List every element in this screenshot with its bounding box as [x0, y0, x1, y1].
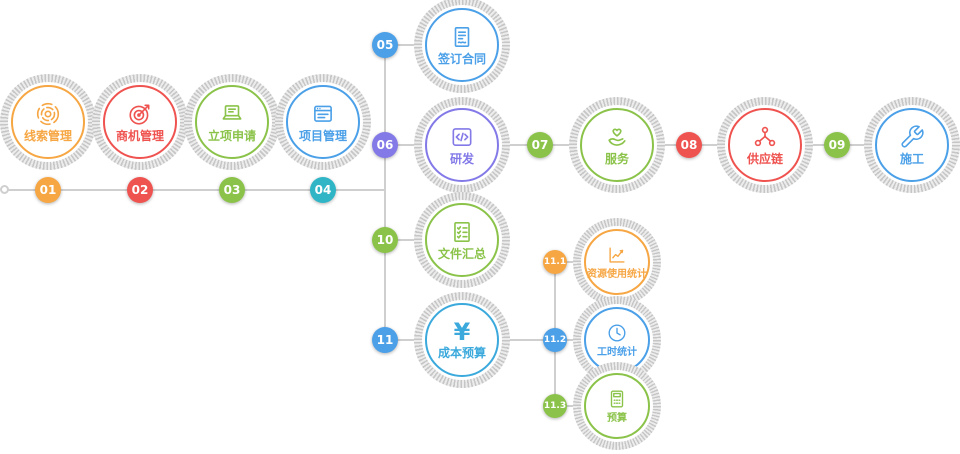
step-badge-08: 08: [676, 132, 702, 158]
step-badge-07: 07: [527, 132, 553, 158]
connector-rnd: [385, 144, 430, 146]
step-badge-11-2: 11.2: [543, 328, 567, 352]
node-inner: 资源使用统计: [584, 229, 650, 295]
node-inner: 立项申请: [195, 85, 269, 159]
step-badge-03: 03: [219, 177, 245, 203]
step-badge-01: 01: [35, 177, 61, 203]
node-document-summary: 文件汇总: [414, 192, 510, 288]
node-inner: 供应链: [728, 108, 802, 182]
connector-docs: [385, 239, 430, 241]
node-label: 项目管理: [298, 128, 347, 143]
calculator-icon: [610, 390, 624, 408]
node-inner: 商机管理: [103, 85, 177, 159]
connector-budget: [385, 339, 430, 341]
node-label: 资源使用统计: [587, 269, 647, 280]
node-supply-chain: 供应链: [717, 97, 813, 193]
node-rnd: 研发: [414, 97, 510, 193]
node-label: 研发: [449, 151, 474, 166]
node-project-management: 项目管理: [275, 74, 371, 170]
node-cost-budget: ¥ 成本预算: [414, 292, 510, 388]
network-icon: [754, 126, 776, 147]
node-lead-management: 线索管理: [0, 74, 96, 170]
step-badge-06: 06: [372, 132, 398, 158]
node-inner: 施工: [875, 108, 949, 182]
connector-estimate: [554, 405, 584, 407]
node-label: 签订合同: [437, 51, 486, 66]
step-badge-11-1: 11.1: [543, 250, 567, 274]
node-service: 服务: [569, 97, 665, 193]
node-inner: 研发: [425, 108, 499, 182]
node-label: 线索管理: [23, 128, 72, 143]
contract-icon: [454, 26, 470, 47]
node-inner: 预算: [584, 373, 650, 439]
step-badge-04: 04: [310, 177, 336, 203]
connector-hours: [554, 339, 584, 341]
laptop-doc-icon: [222, 104, 242, 120]
node-inner: 线索管理: [11, 85, 85, 159]
node-sign-contract: 签订合同: [414, 0, 510, 93]
node-label: 服务: [604, 151, 629, 166]
radar-icon: [36, 102, 60, 126]
step-badge-11-3: 11.3: [543, 394, 567, 418]
node-label: 立项申请: [207, 128, 256, 143]
node-label: 工时统计: [597, 347, 637, 358]
connector-budget-sub: [500, 339, 556, 341]
connector-contract: [385, 44, 430, 46]
node-inner: ¥ 成本预算: [425, 303, 499, 377]
step-badge-02: 02: [127, 177, 153, 203]
connector-main-vertical: [384, 44, 386, 341]
chart-up-icon: [609, 247, 625, 263]
node-label: 施工: [899, 151, 924, 166]
step-badge-05: 05: [372, 32, 398, 58]
node-resource-usage-stats: 资源使用统计: [573, 218, 661, 306]
node-label: 预算: [607, 413, 627, 424]
connector-resource: [554, 261, 584, 263]
node-label: 成本预算: [437, 345, 486, 360]
wrench-icon: [901, 125, 924, 148]
node-label: 文件汇总: [437, 246, 486, 261]
node-inner: 工时统计: [584, 307, 650, 373]
node-opportunity-management: 商机管理: [92, 74, 188, 170]
line-start-dot: [0, 185, 9, 194]
heart-hand-icon: [608, 128, 626, 146]
code-icon: [452, 127, 472, 146]
node-label: 供应链: [746, 151, 783, 166]
step-badge-11: 11: [372, 327, 398, 353]
node-inner: 服务: [580, 108, 654, 182]
step-badge-10: 10: [372, 227, 398, 253]
browser-icon: [314, 105, 332, 122]
clock-icon: [608, 324, 626, 342]
connector-main-horizontal: [3, 189, 385, 191]
step-badge-09: 09: [824, 132, 850, 158]
yuan-icon: ¥: [453, 317, 471, 346]
node-budget: 预算: [573, 362, 661, 450]
node-construction: 施工: [864, 97, 960, 193]
checklist-icon: [454, 221, 470, 242]
node-inner: 项目管理: [286, 85, 360, 159]
node-label: 商机管理: [115, 128, 164, 143]
node-inner: 签订合同: [425, 8, 499, 82]
node-inner: 文件汇总: [425, 203, 499, 277]
target-arrow-icon: [129, 104, 150, 125]
node-project-initiation: 立项申请: [184, 74, 280, 170]
